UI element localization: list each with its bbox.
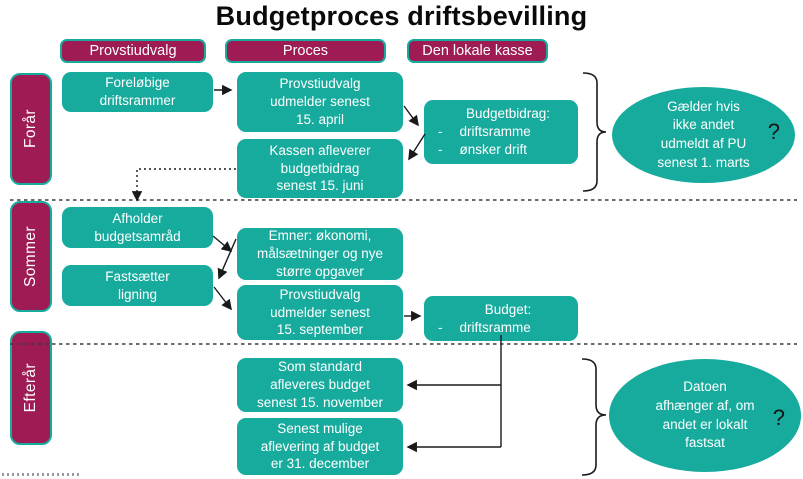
column-header-label: Proces [282, 43, 329, 59]
box-pu-udmelder-april: Provstiudvalg udmelder senest 15. april [237, 72, 403, 132]
box-title: Budgetbidrag: [465, 106, 551, 122]
box-text: Provstiudvalg udmelder senest 15. april [270, 76, 370, 127]
bullet-dash: - [438, 319, 443, 335]
callout-text: Datoen afhænger af, om andet er lokalt f… [655, 379, 755, 451]
column-header-label: Provstiudvalg [89, 43, 177, 59]
footer-artifact [2, 473, 80, 476]
box-pu-udmelder-september: Provstiudvalg udmelder senest 15. septem… [237, 285, 403, 340]
callout-ellipse-foraar: Gælder hvis ikke andet udmeldt af PU sen… [612, 87, 795, 183]
season-label-foraar: Forår [10, 73, 52, 185]
box-text: Som standard afleveres budget senest 15.… [256, 359, 384, 410]
question-mark: ? [767, 119, 780, 144]
brace-efteraar [581, 358, 607, 476]
box-text: Foreløbige driftsrammer [99, 75, 176, 108]
box-forelobige-driftsrammer: Foreløbige driftsrammer [62, 72, 213, 112]
box-text: Afholder budgetsamråd [94, 210, 181, 244]
bullet-dash: - [438, 141, 443, 157]
bullet-text: ønsker drift [459, 141, 528, 157]
box-text: Provstiudvalg udmelder senest 15. septem… [270, 286, 370, 338]
season-label-text: Forår [22, 109, 39, 149]
season-label-text: Efterår [22, 363, 39, 413]
bullet-text: driftsramme [459, 124, 531, 140]
arrow-fastsaetter-to-pu-september [213, 286, 232, 311]
box-text: Kassen afleverer budgetbidrag senest 15.… [269, 142, 371, 194]
callout-ellipse-efteraar: Datoen afhænger af, om andet er lokalt f… [609, 359, 801, 472]
bullet-text: driftsramme [459, 319, 531, 335]
brace-foraar [582, 72, 607, 192]
box-kassen-afleverer-juni: Kassen afleverer budgetbidrag senest 15.… [237, 139, 403, 198]
bullet-dash: - [438, 124, 443, 140]
page-title: Budgetproces driftsbevilling [215, 1, 588, 31]
box-emner: Emner: økonomi, målsætninger og nye stør… [237, 228, 403, 280]
callout-text: Gælder hvis ikke andet udmeldt af PU sen… [657, 98, 750, 170]
bullet-item: - driftsramme [424, 123, 578, 141]
box-text: Emner: økonomi, målsætninger og nye stør… [256, 228, 384, 279]
box-budget: Budget: - driftsramme [424, 296, 578, 341]
season-label-sommer: Sommer [10, 201, 52, 312]
column-header-proces: Proces [225, 39, 386, 63]
box-text: Senest mulige aflevering af budget er 31… [260, 420, 380, 472]
season-label-text: Sommer [22, 226, 39, 287]
bullet-item: - ønsker drift [424, 141, 578, 159]
arrow-pu-april-to-budgetbidrag [403, 105, 419, 127]
box-title: Budget: [484, 301, 532, 317]
box-fastsaetter-ligning: Fastsætter ligning [62, 265, 213, 306]
arrow-budgetbidrag-to-kassen [408, 133, 426, 161]
box-budgetbidrag: Budgetbidrag: - driftsramme - ønsker dri… [424, 100, 578, 164]
bullet-item: - driftsramme [424, 319, 578, 337]
arrow-afholder-to-emner [212, 235, 233, 253]
box-som-standard-november: Som standard afleveres budget senest 15.… [237, 358, 403, 412]
box-senest-mulige-december: Senest mulige aflevering af budget er 31… [237, 418, 403, 475]
column-header-den-lokale-kasse: Den lokale kasse [407, 39, 548, 63]
column-header-provstiudvalg: Provstiudvalg [60, 39, 206, 63]
arrow-dashed-kassen-to-afholder [131, 168, 236, 202]
season-label-efteraar: Efterår [10, 331, 52, 445]
column-header-label: Den lokale kasse [422, 43, 533, 59]
arrow-emner-to-fastsaetter [217, 238, 237, 280]
question-mark: ? [772, 405, 785, 430]
box-text: Fastsætter ligning [105, 268, 170, 302]
box-afholder-budgetsamraad: Afholder budgetsamråd [62, 207, 213, 248]
